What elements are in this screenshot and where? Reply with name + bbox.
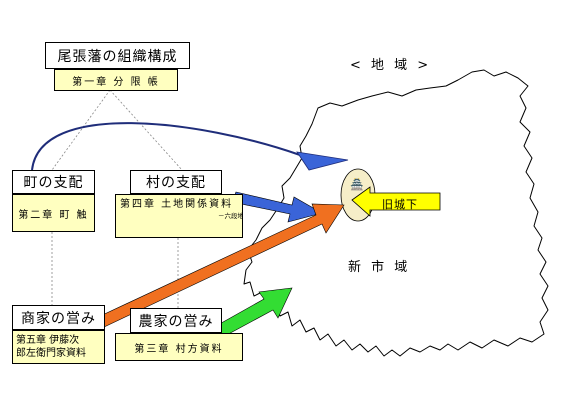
hierarchy-line-town — [51, 89, 111, 171]
town-arc-arrowhead — [296, 151, 349, 171]
area-title: < 地 域 > — [350, 58, 432, 73]
farmer-chapter: 第三章 村方資料 — [115, 333, 243, 361]
region-map-outline — [243, 69, 549, 357]
castle-icon: 🏯 — [350, 178, 364, 191]
town-control-chapter: 第二章 町 触 — [12, 194, 95, 232]
domain-org-title: 尾張藩の組織構成 — [45, 42, 190, 69]
farmer-arrow — [215, 287, 293, 338]
merchant-chapter-line-2: 郎左衛門家資料 — [16, 348, 86, 359]
village-control-title: 村の支配 — [130, 170, 222, 194]
village-chapter-note: －六段地帳 — [218, 212, 242, 220]
farmer-title: 農家の営み — [130, 308, 222, 333]
village-chapter-text: 第四章 土地関係資料 — [120, 199, 234, 210]
village-control-chapter: 第四章 土地関係資料 －六段地帳 — [115, 194, 243, 238]
merchant-chapter: 第五章 伊藤次 郎左衛門家資料 — [12, 330, 105, 364]
domain-org-chapter: 第一章 分 限 帳 — [54, 69, 178, 91]
hierarchy-lines — [51, 89, 183, 308]
old-castle-arrow — [351, 186, 441, 217]
merchant-title: 商家の営み — [12, 305, 105, 330]
merchant-chapter-line-1: 第五章 伊藤次 — [16, 335, 80, 346]
hierarchy-line-village — [109, 89, 183, 171]
new-city-label: 新 市 域 — [348, 260, 411, 275]
town-arc-line — [31, 122, 301, 171]
old-castle-label: 旧城下 — [382, 198, 418, 211]
town-control-title: 町の支配 — [12, 170, 95, 194]
